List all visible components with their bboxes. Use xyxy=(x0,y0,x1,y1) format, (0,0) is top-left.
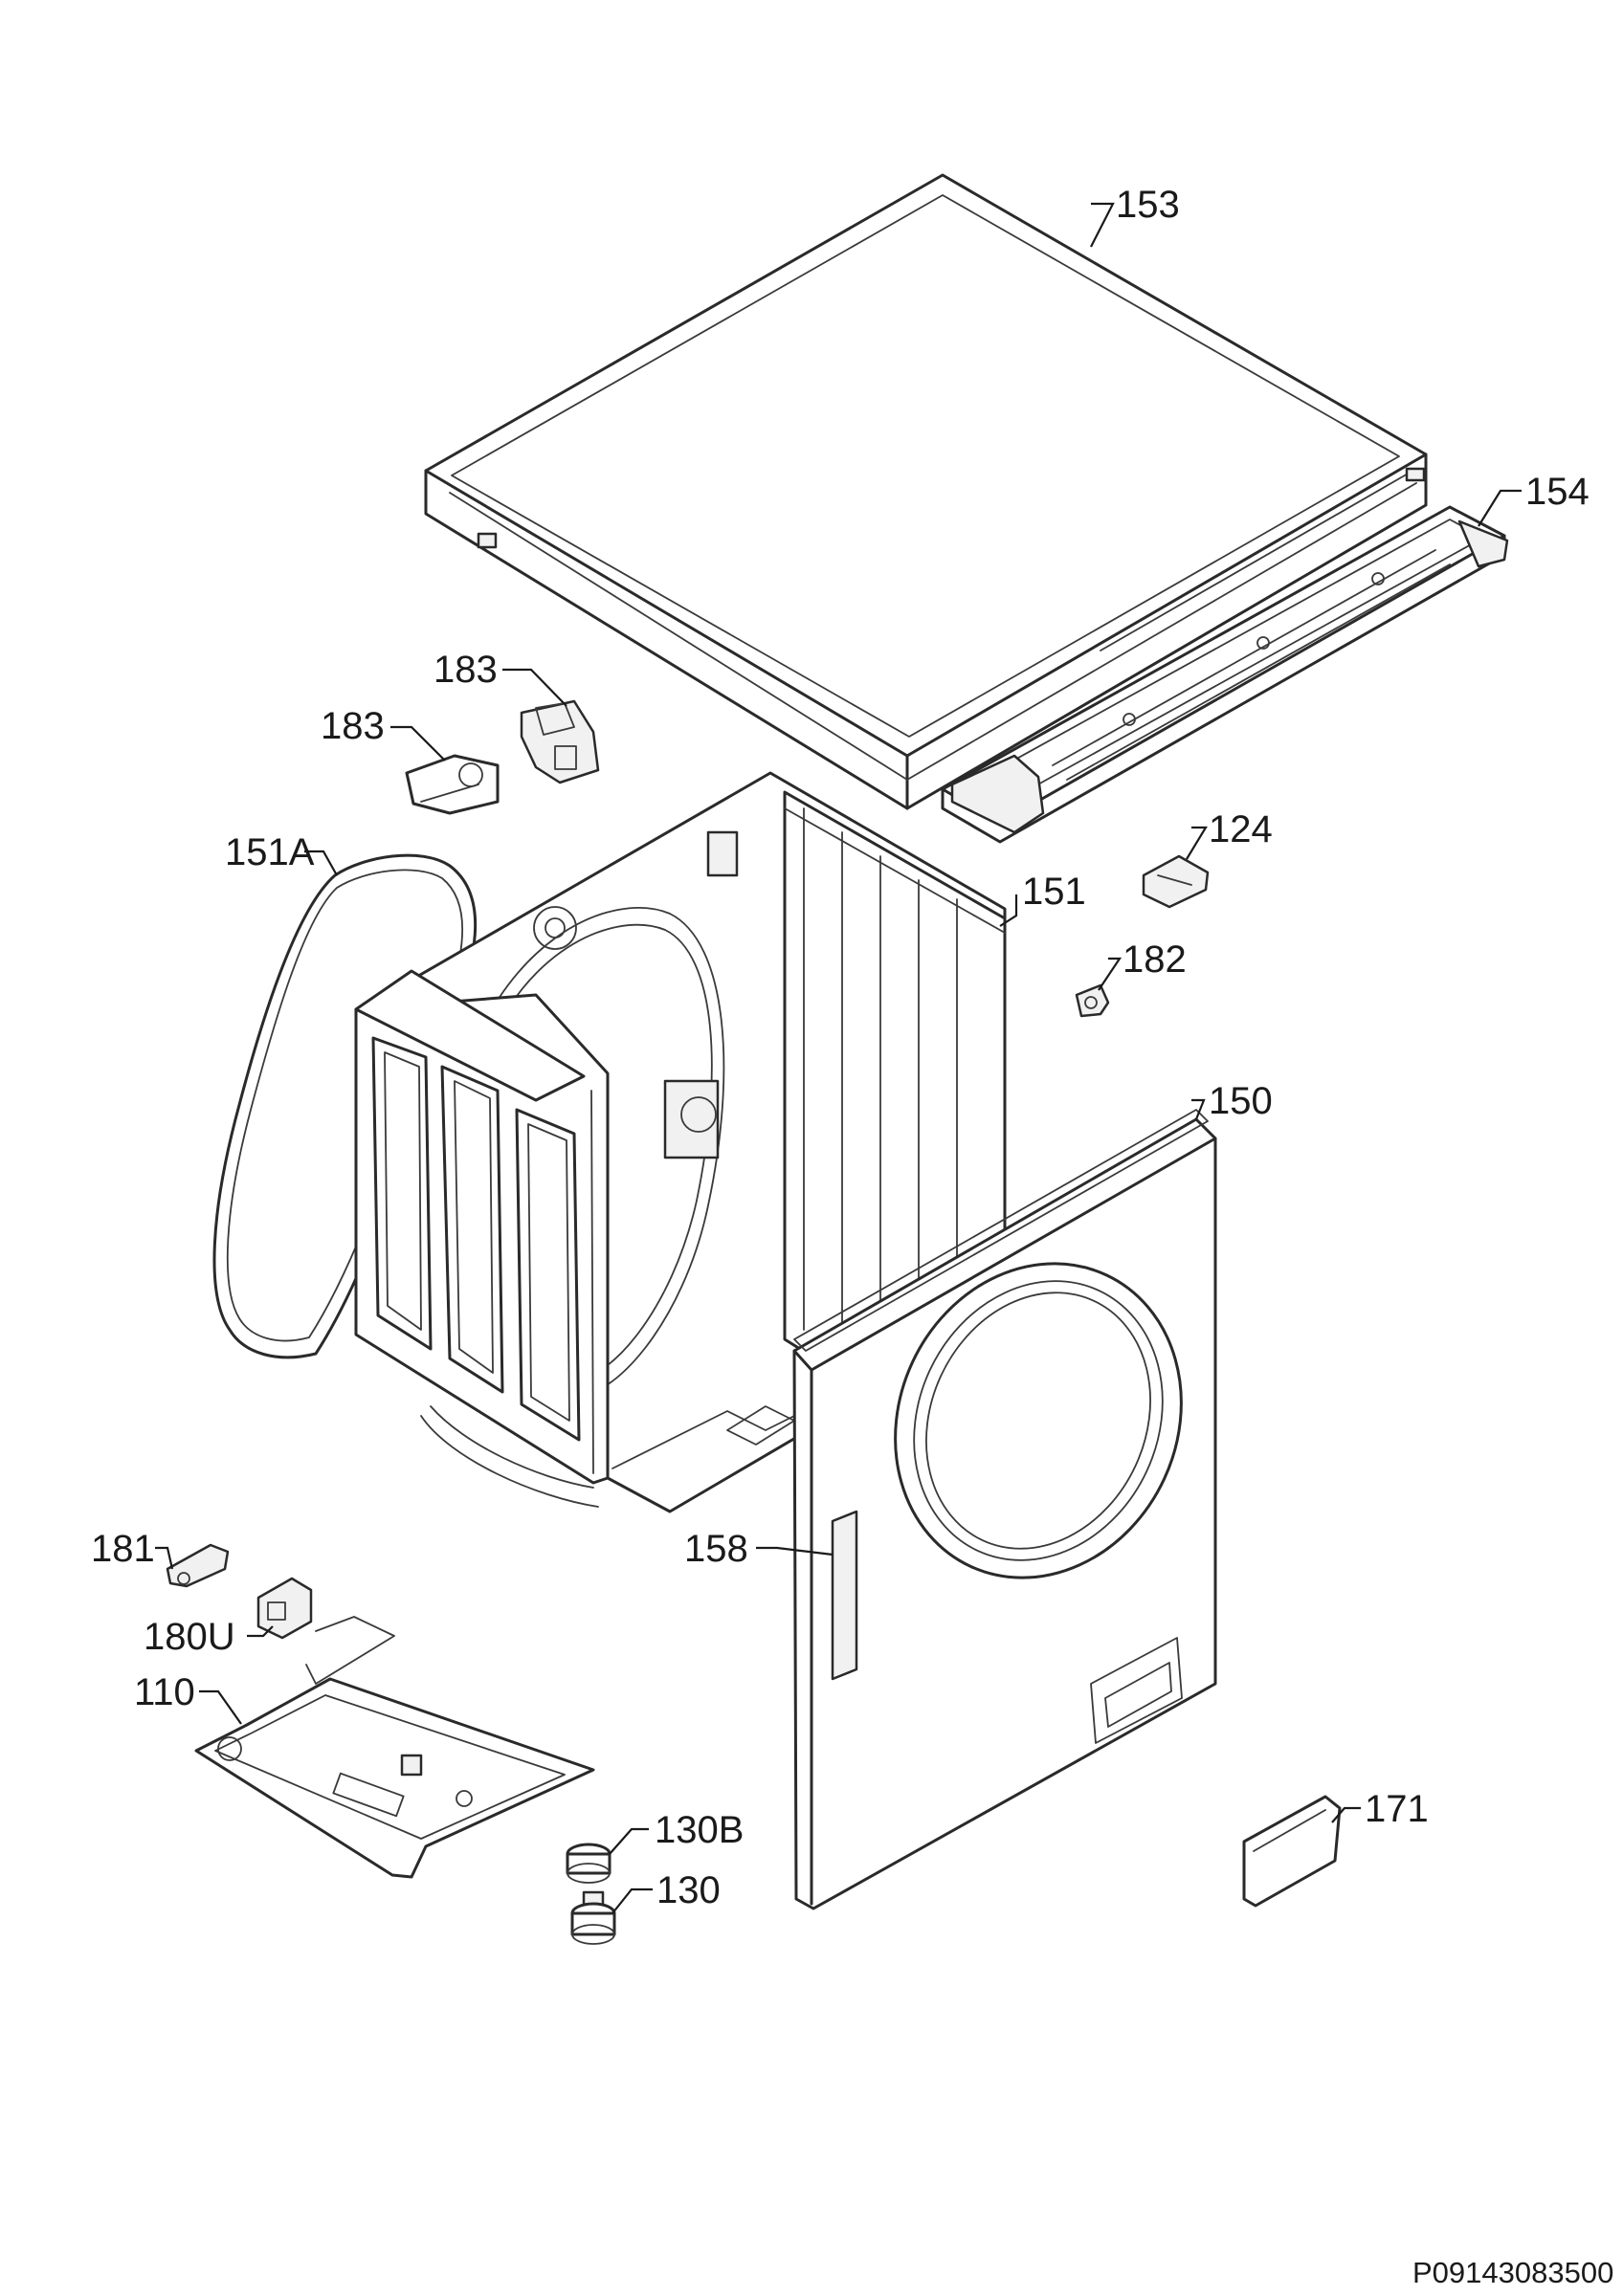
part-183-hinge-lower xyxy=(405,754,500,815)
callout-153: 153 xyxy=(1116,184,1180,226)
callout-130: 130 xyxy=(656,1869,721,1911)
callout-150: 150 xyxy=(1209,1080,1273,1122)
callout-130B: 130B xyxy=(655,1809,744,1851)
callout-labels: 153 154 183 183 151A 124 151 182 150 181… xyxy=(91,184,1590,1911)
part-110-base-plate xyxy=(194,1616,595,1879)
callout-110: 110 xyxy=(134,1671,195,1713)
callout-183-lower: 183 xyxy=(321,705,385,747)
part-171-service-flap xyxy=(1242,1795,1342,1908)
callout-154: 154 xyxy=(1525,471,1590,513)
callout-158: 158 xyxy=(684,1528,748,1570)
callout-151: 151 xyxy=(1022,871,1086,913)
callout-182: 182 xyxy=(1123,938,1187,981)
leader-lines xyxy=(155,202,1522,1914)
part-130B-nut xyxy=(566,1843,611,1884)
part-181-sensor xyxy=(166,1543,230,1588)
part-183-hinge-upper xyxy=(520,699,600,784)
document-id: P09143083500 xyxy=(1412,2256,1613,2289)
part-153-top-lid xyxy=(424,173,1428,810)
part-151A-seal-ring xyxy=(212,853,478,1359)
part-124-bracket xyxy=(1142,854,1210,909)
part-182-clip xyxy=(1075,983,1110,1018)
part-154-rear-rail xyxy=(941,505,1509,844)
part-130-foot xyxy=(570,1890,616,1945)
callout-181: 181 xyxy=(91,1528,155,1570)
callout-171: 171 xyxy=(1365,1788,1429,1830)
callout-183-upper: 183 xyxy=(434,649,498,691)
part-150-front-panel xyxy=(792,1109,1217,1910)
callout-180U: 180U xyxy=(144,1616,235,1658)
callout-151A: 151A xyxy=(225,831,315,873)
callout-124: 124 xyxy=(1209,808,1273,850)
part-180U-lock xyxy=(256,1577,313,1640)
